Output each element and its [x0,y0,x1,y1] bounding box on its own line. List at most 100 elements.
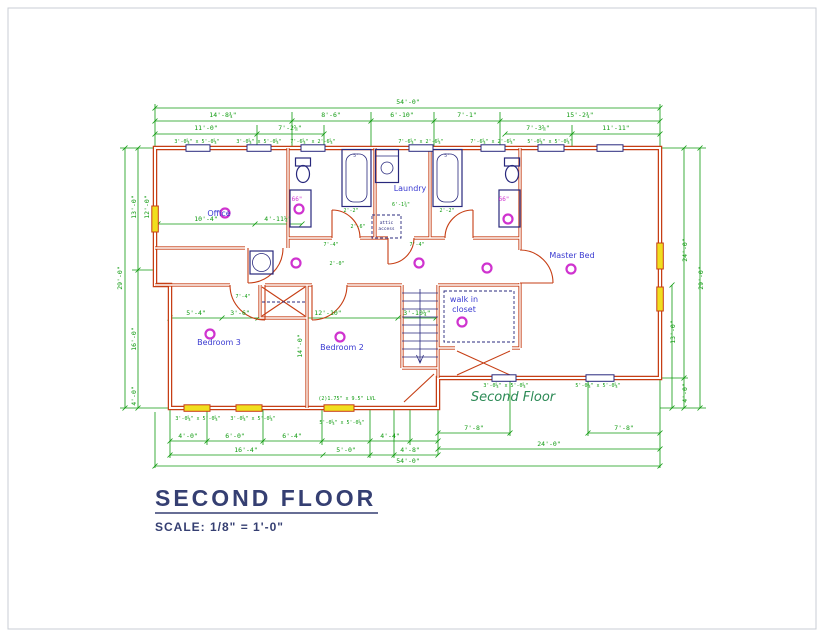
dim-overall-width-top: 54'-0" [396,98,419,106]
window-callout-4: 7'-6⅝" x 2'-6⅝" [398,138,443,145]
light-office [219,207,231,219]
dim-left-step: 4'-0" [130,386,138,406]
dim-stairs-width: 3'-10¼" [403,309,430,317]
door-arc-bedroom2 [311,284,348,321]
dim-bottom-8: 5'-0" [336,446,356,454]
dim-right-step: 4'-0" [681,383,689,403]
dim-hall-a: 2'-6" [350,224,365,230]
tub2-label: 5' [444,153,449,159]
window-callout-5: 7'-6⅝" x 2'-6⅝" [470,138,515,145]
closet-shelving-dashed [443,290,515,343]
dim-bottom-10: 24'-0" [537,440,560,448]
dim-bottom-4: 4'-4" [380,432,400,440]
dim-top-4: 7'-1" [457,111,477,119]
window-callout-3: 7'-6⅝" x 2'-6⅝" [290,138,335,145]
dim-hall-e: 7'-4" [235,294,250,300]
dim-bed2-width: 12'-10" [314,309,341,317]
bifold-doors-bedroom3-closet [261,286,306,317]
room-label-closet-1: walk in [450,295,478,304]
window-top-master-2 [596,144,624,152]
window-top-bath2 [480,144,506,152]
dim-top-1: 14'-8¾" [209,111,236,119]
vanity-size-bath1: 66" [292,196,303,203]
dim-bottom-5: 7'-8" [464,424,484,432]
window-callout-b3: 5'-0⅝" x 5'-0⅝" [319,419,364,426]
room-label-bedroom3: Bedroom 3 [197,338,241,347]
dim-hall-b: 7'-4" [323,242,338,248]
walls [152,145,663,411]
dim-top-5: 15'-2¾" [566,111,593,119]
lvl-beam-note: (2)1.75" x 9.5" LVL [318,396,375,402]
dim-left-office: 12'-0" [143,195,151,218]
stairs [402,289,438,364]
room-labels: Office Laundry Master Bed Bedroom 3 Bedr… [197,184,595,405]
room-label-laundry: Laundry [394,184,427,193]
doors [229,209,554,403]
window-top-master-1 [537,144,565,152]
window-top-1 [185,144,211,152]
dim-office-right: 4'-11¼" [264,215,291,223]
attic-access-box [371,214,402,239]
vanity-bath1 [289,189,312,228]
dim-bottom-7: 16'-4" [234,446,257,454]
dim-top-9: 11'-11" [602,124,629,132]
door-landing [403,373,435,403]
fixture-labels: 5' 5' attic access [353,153,449,232]
dimension-line-set [124,107,701,467]
light-hall-east [413,257,425,269]
ceiling-lights [204,203,577,343]
room-label-office: Office [207,209,230,218]
interior-walls [155,148,522,408]
dim-bottom-9: 4'-8" [400,446,420,454]
window-right-master-1 [656,242,664,270]
window-left-office [151,205,159,233]
dim-hall-c: 7'-4" [409,242,424,248]
windows [151,144,664,412]
window-callout-m1: 3'-0⅝" x 5'-0⅝" [483,382,528,389]
door-arc-bath2 [444,209,474,239]
window-top-laundry [408,144,434,152]
window-callout-m2: 5'-0⅝" x 5'-0⅝" [575,382,620,389]
bathtub-bath1 [341,148,372,208]
window-bedroom3-2 [235,404,263,412]
dimension-lines [120,104,706,469]
light-closet [456,316,468,328]
dim-right-master: 24'-0" [681,238,689,261]
dim-bottom-2: 6'-0" [225,432,245,440]
room-label-closet-2: closet [452,305,476,314]
light-bedroom2 [334,331,346,343]
dimension-ticks [122,105,703,469]
dim-bed3-a: 5'-4" [186,309,206,317]
washer-symbol [374,148,400,184]
vanity-bath2 [498,189,521,228]
dim-office-width: 10'-4" [194,215,217,223]
attic-access-label-2: access [378,227,395,232]
window-callout-6: 5'-0⅝" x 5'-0⅝" [527,138,572,145]
door-arc-laundry [387,237,415,265]
window-callout-b1: 3'-0⅝" x 5'-0⅝" [175,415,220,422]
dim-top-3: 6'-10" [390,111,413,119]
window-callout-1: 3'-0⅝" x 5'-0⅝" [174,138,219,145]
toilet-symbol-bath1 [294,157,312,184]
door-arc-bath1 [331,209,361,239]
light-master-entry [481,262,493,274]
tub1-label: 5' [353,153,358,159]
window-bedroom2 [323,404,355,412]
dim-bed3-closet: 3'-6" [230,309,250,317]
water-heater-symbol [249,250,274,275]
dim-top-7: 7'-2⅝" [278,124,301,132]
dim-bottom-1: 4'-0" [178,432,198,440]
dim-bottom-3: 6'-4" [282,432,302,440]
sheet-title: SECOND FLOOR [155,485,376,511]
toilet-symbol-bath2 [503,157,521,184]
room-label-bedroom2: Bedroom 2 [320,343,364,352]
window-top-bath1 [300,144,326,152]
vanity-size-bath2: 66" [499,196,510,203]
dim-bath2-tub: 2'-2" [439,208,454,214]
interior-walls-core [155,148,521,408]
dim-top-2: 8'-6" [321,111,341,119]
dim-bath1-tub: 2'-2" [343,208,358,214]
dim-hall-d: 2'-0" [329,261,344,267]
